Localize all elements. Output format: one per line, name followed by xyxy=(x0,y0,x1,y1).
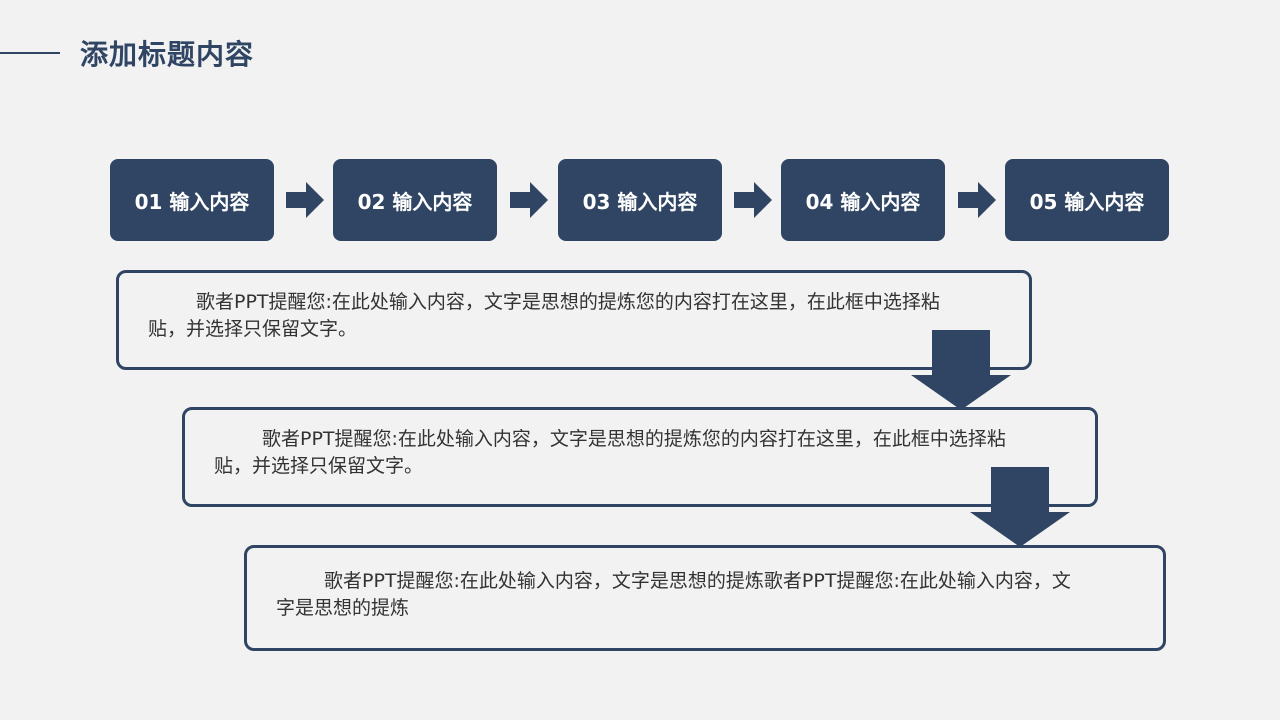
arrow-right-icon xyxy=(734,182,772,218)
text-box-2-text: 歌者PPT提醒您:在此处输入内容，文字是思想的提炼您的内容打在这里，在此框中选择… xyxy=(214,428,1006,477)
arrow-down-icon xyxy=(970,467,1070,547)
step-box-5: 05 输入内容 xyxy=(1005,159,1169,241)
arrow-right-icon xyxy=(958,182,996,218)
arrow-right-icon xyxy=(286,182,324,218)
step-box-3: 03 输入内容 xyxy=(558,159,722,241)
text-box-3-text: 歌者PPT提醒您:在此处输入内容，文字是思想的提炼歌者PPT提醒您:在此处输入内… xyxy=(276,570,1071,619)
step-box-4: 04 输入内容 xyxy=(781,159,945,241)
text-box-1-text: 歌者PPT提醒您:在此处输入内容，文字是思想的提炼您的内容打在这里，在此框中选择… xyxy=(148,291,940,340)
step-box-1: 01 输入内容 xyxy=(110,159,274,241)
page-title: 添加标题内容 xyxy=(80,38,255,71)
text-box-3: 歌者PPT提醒您:在此处输入内容，文字是思想的提炼歌者PPT提醒您:在此处输入内… xyxy=(244,545,1166,651)
step-box-2: 02 输入内容 xyxy=(333,159,497,241)
text-box-2: 歌者PPT提醒您:在此处输入内容，文字是思想的提炼您的内容打在这里，在此框中选择… xyxy=(182,407,1098,507)
arrow-down-icon xyxy=(911,330,1011,410)
title-accent-line xyxy=(0,52,60,54)
text-box-1: 歌者PPT提醒您:在此处输入内容，文字是思想的提炼您的内容打在这里，在此框中选择… xyxy=(116,270,1032,370)
arrow-right-icon xyxy=(510,182,548,218)
